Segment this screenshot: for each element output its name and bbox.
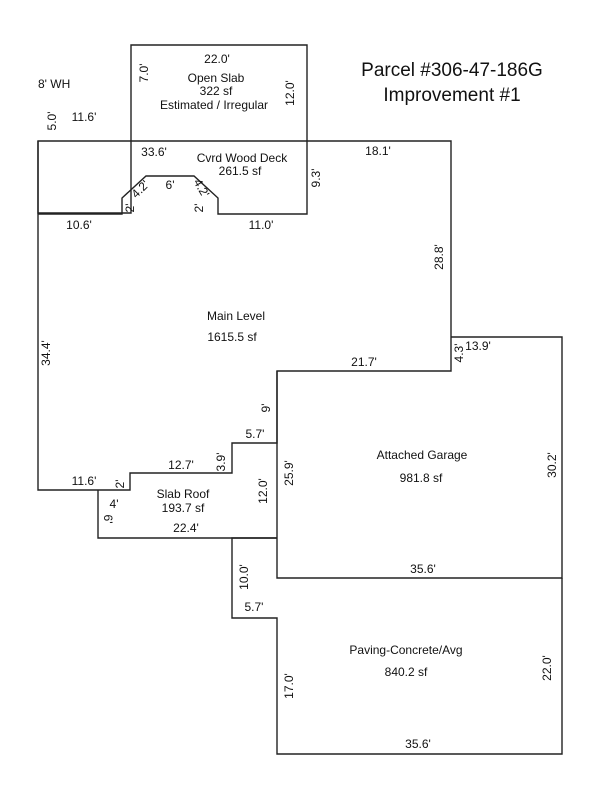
paving-outline bbox=[231, 537, 563, 755]
dim-label: 12.0' bbox=[256, 478, 270, 504]
dim-label: 30.2' bbox=[545, 452, 559, 478]
paving-name: Paving-Concrete/Avg bbox=[349, 643, 462, 657]
dim-label: 9.3' bbox=[309, 169, 323, 188]
dim-label: 28.8' bbox=[432, 244, 446, 270]
open-slab-name: Open Slab bbox=[188, 71, 245, 85]
dim-label: 11.6' bbox=[72, 474, 97, 488]
slab-roof-outline bbox=[97, 490, 277, 539]
garage-area: 981.8 sf bbox=[400, 471, 443, 485]
dim-label: 5.7' bbox=[246, 427, 265, 441]
dim-label: 13.9' bbox=[465, 339, 491, 353]
dim-label: 7.0' bbox=[137, 64, 151, 83]
dim-label: 8' WH bbox=[38, 77, 70, 91]
dim-label: 22.4' bbox=[173, 521, 199, 535]
dim-label: 35.6' bbox=[405, 737, 431, 751]
dim-label: 12.0' bbox=[283, 80, 297, 106]
dim-label: 2' bbox=[192, 204, 206, 213]
deck-area: 261.5 sf bbox=[219, 164, 262, 178]
dim-label: 35.6' bbox=[410, 562, 436, 576]
slab-roof-name: Slab Roof bbox=[157, 487, 210, 501]
dim-label: 9' bbox=[259, 404, 273, 413]
dim-label: 4' bbox=[110, 497, 119, 511]
main-level-area: 1615.5 sf bbox=[207, 330, 257, 344]
dim-label: 11.0' bbox=[249, 218, 274, 232]
dim-label: 22.0' bbox=[204, 52, 230, 66]
dim-label: 6' bbox=[101, 515, 115, 524]
dim-label: 2' bbox=[123, 204, 137, 213]
dim-label: 17.0' bbox=[282, 673, 296, 699]
dim-label: 22.0' bbox=[540, 655, 554, 681]
dim-label: 21.7' bbox=[351, 355, 377, 369]
dim-label: 4.3' bbox=[452, 344, 466, 363]
dim-label: 5.7' bbox=[245, 600, 264, 614]
dim-label: 3.9' bbox=[214, 453, 228, 472]
dim-label: 10.6' bbox=[66, 218, 92, 232]
parcel-title: Parcel #306-47-186G bbox=[361, 60, 543, 81]
paving-area: 840.2 sf bbox=[385, 665, 428, 679]
open-slab-note: Estimated / Irregular bbox=[160, 98, 268, 112]
deck-name: Cvrd Wood Deck bbox=[197, 151, 288, 165]
dim-label: 4.2' bbox=[191, 176, 213, 199]
improvement-title: Improvement #1 bbox=[383, 85, 520, 106]
open-slab-area: 322 sf bbox=[200, 84, 233, 98]
deck-bay-outline bbox=[38, 141, 308, 215]
dim-label: 6' bbox=[166, 178, 175, 192]
main-level-name: Main Level bbox=[207, 309, 265, 323]
dim-label: 5.0' bbox=[45, 112, 59, 131]
garage-name: Attached Garage bbox=[377, 448, 468, 462]
slab-roof-area: 193.7 sf bbox=[162, 501, 205, 515]
dim-label: 18.1' bbox=[365, 144, 391, 158]
dim-label: 4.2' bbox=[129, 178, 152, 201]
dim-label: 33.6' bbox=[141, 145, 167, 159]
main-level-outline bbox=[37, 140, 452, 491]
dim-label: 2' bbox=[113, 480, 127, 489]
dim-label: 25.9' bbox=[282, 460, 296, 486]
dim-label: 11.6' bbox=[72, 110, 97, 124]
dim-label: 34.4' bbox=[39, 340, 53, 366]
dim-label: 10.0' bbox=[237, 564, 251, 590]
dim-label: 12.7' bbox=[168, 458, 194, 472]
